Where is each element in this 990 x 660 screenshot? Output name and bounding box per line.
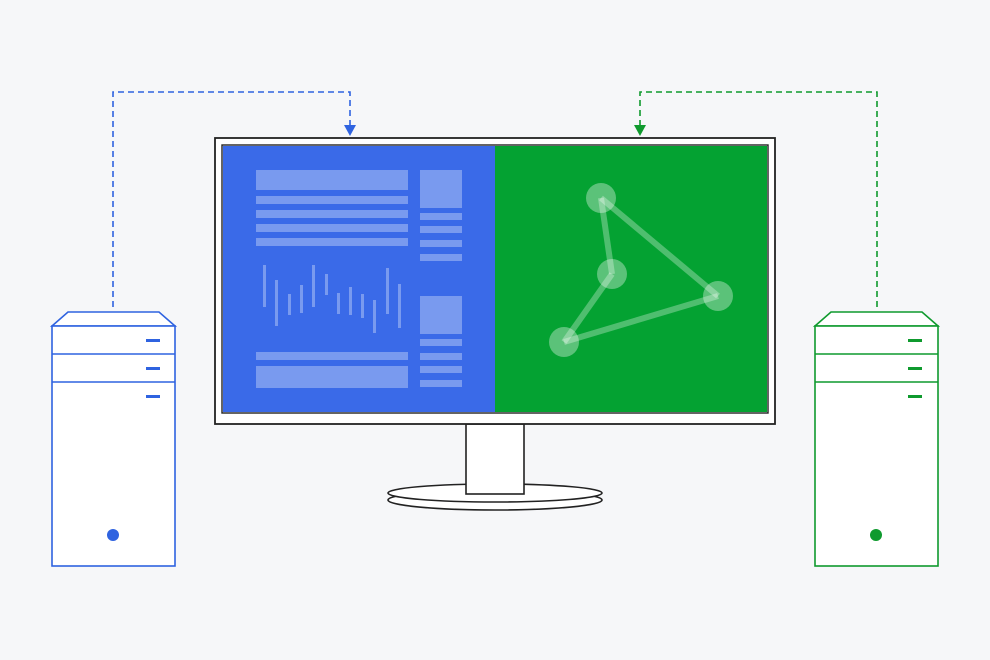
right-drive-slot — [908, 339, 922, 342]
monitor-stand-neck — [465, 423, 525, 495]
left-drive-slot — [146, 339, 160, 342]
wireframe-chart-bar — [325, 274, 328, 295]
wireframe-side-line — [420, 226, 462, 233]
right-computer-top — [812, 311, 941, 327]
wireframe-chart-bar — [337, 293, 340, 314]
wireframe-chart-bar — [373, 300, 376, 333]
wireframe-text-line — [256, 196, 408, 204]
wireframe-thumbnail — [420, 170, 462, 208]
wireframe-side-line — [420, 380, 462, 387]
wireframe-side-line — [420, 240, 462, 247]
left-computer — [49, 311, 178, 567]
left-power-button-icon — [107, 529, 119, 541]
screen-right-panel — [495, 146, 767, 412]
left-computer-body — [51, 325, 176, 567]
graph-edge — [561, 272, 615, 344]
wireframe-chart-bar — [263, 265, 266, 307]
wireframe-chart-bar — [349, 287, 352, 315]
wireframe-text-line — [256, 210, 408, 218]
wireframe-chart-bar — [398, 284, 401, 328]
wireframe-footer-bar — [256, 366, 408, 388]
left-connection — [112, 91, 356, 307]
graph-node — [597, 259, 627, 289]
screen-left-panel — [223, 146, 495, 412]
right-arrowhead-icon — [634, 125, 646, 136]
network-graph-icon — [549, 183, 733, 357]
screen-left-background — [223, 146, 495, 412]
wireframe-chart-bar — [312, 265, 315, 307]
wireframe-thumbnail — [420, 296, 462, 334]
left-connector-line — [112, 91, 351, 307]
right-computer — [812, 311, 941, 567]
graph-edge — [599, 195, 720, 299]
wireframe-text-line — [256, 224, 408, 232]
graph-edge — [598, 197, 615, 275]
wireframe-side-line — [420, 353, 462, 360]
right-computer-body — [814, 325, 939, 567]
left-computer-top — [49, 311, 178, 327]
wireframe-chart-bar — [275, 280, 278, 326]
left-drive-slot — [146, 367, 160, 370]
wireframe-chart-bar — [300, 285, 303, 313]
screen-right-background — [495, 146, 767, 412]
wireframe-side-line — [420, 366, 462, 373]
right-drive-slot — [908, 395, 922, 398]
dashboard-wireframe-icon — [256, 170, 462, 388]
monitor — [214, 137, 776, 511]
right-connector-line — [639, 91, 878, 307]
wireframe-chart-bar — [288, 294, 291, 315]
monitor-screen-frame — [221, 144, 769, 414]
left-drive-slot — [146, 395, 160, 398]
graph-node — [549, 327, 579, 357]
right-power-button-icon — [870, 529, 882, 541]
wireframe-text-line — [256, 238, 408, 246]
graph-edge — [563, 293, 719, 345]
wireframe-side-line — [420, 213, 462, 220]
right-drive-slot — [908, 367, 922, 370]
wireframe-chart-bar — [386, 268, 389, 314]
wireframe-side-line — [420, 339, 462, 346]
left-arrowhead-icon — [344, 125, 356, 136]
graph-node — [703, 281, 733, 311]
wireframe-side-line — [420, 254, 462, 261]
wireframe-chart-bar — [361, 294, 364, 318]
wireframe-heading-bar — [256, 170, 408, 190]
graph-node — [586, 183, 616, 213]
wireframe-text-line — [256, 352, 408, 360]
right-connection — [634, 91, 878, 307]
